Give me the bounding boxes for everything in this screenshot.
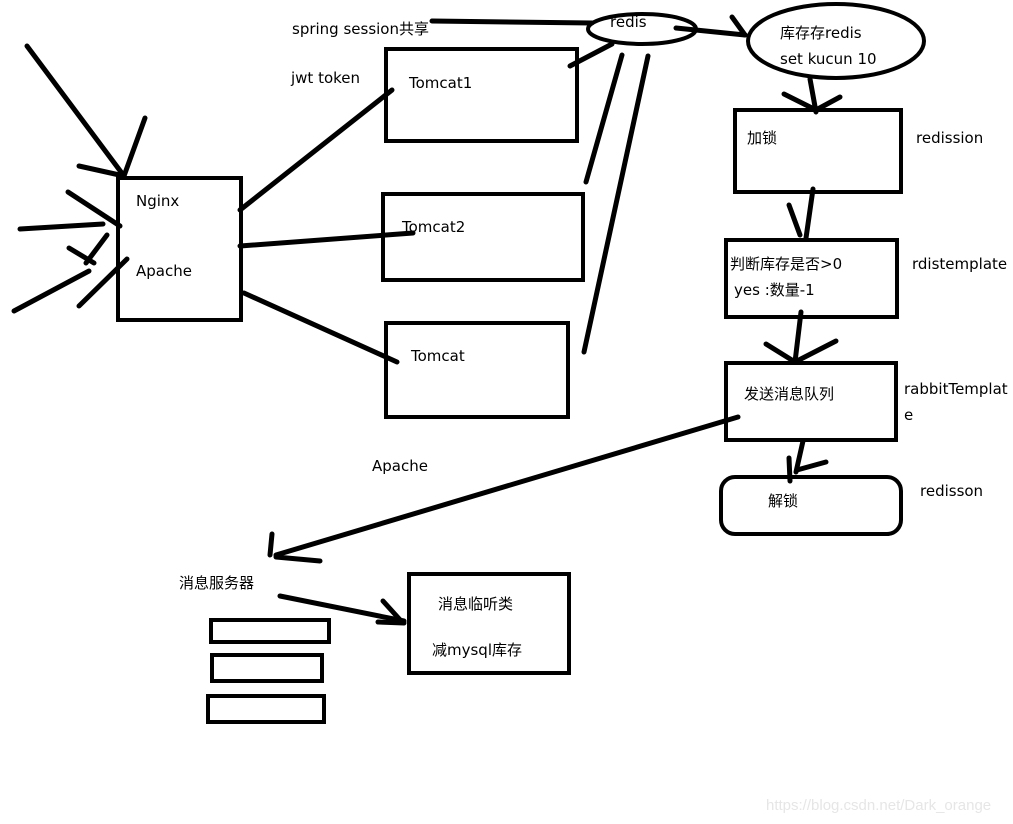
- stock-redis-label: 库存存redis: [780, 24, 862, 42]
- edge-session-redis: [429, 18, 595, 26]
- arrowhead-stroke: [794, 459, 829, 473]
- redisson-annotation: redisson: [920, 482, 984, 500]
- unlock-label: 解锁: [768, 492, 799, 510]
- arrowhead-stroke: [792, 338, 839, 365]
- tomcat3-label: Tomcat: [411, 347, 465, 365]
- edge-stock-lock: [807, 76, 819, 115]
- edge-check-send: [792, 309, 804, 365]
- send-mq-box: [724, 361, 898, 442]
- tomcat1-box: [384, 47, 579, 143]
- edge-send-unlock: [793, 438, 806, 475]
- jwt-token-label: jwt token: [291, 69, 361, 87]
- rabbit-template-annotation-wrap: e: [904, 406, 914, 424]
- arrowhead-stroke: [813, 94, 843, 113]
- send-mq-label: 发送消息队列: [744, 385, 835, 403]
- reduce-mysql-label: 减mysql库存: [432, 641, 522, 659]
- mq-server-bar: [206, 694, 326, 724]
- nginx-box: [116, 176, 243, 322]
- edge-tomcat2-redis: [583, 52, 625, 185]
- check-box: [724, 238, 899, 319]
- arrowhead-stroke: [380, 598, 405, 625]
- arrowhead-stroke: [121, 115, 148, 179]
- edge-nginx-tomcat1: [237, 87, 395, 213]
- apache-annotation: Apache: [372, 457, 428, 475]
- message-server-label: 消息服务器: [179, 574, 255, 592]
- client-line: [11, 268, 92, 314]
- mq-server-bar: [209, 618, 331, 644]
- spring-session-label: spring session共享: [292, 20, 429, 38]
- edge-mqserver-listener: [277, 593, 407, 624]
- arrowhead-stroke: [273, 554, 323, 564]
- tomcat1-label: Tomcat1: [409, 74, 473, 92]
- client-line: [66, 245, 97, 266]
- stock-redis-ellipse: [746, 2, 926, 80]
- client-line: [24, 43, 127, 179]
- edge-send-mqserver: [273, 414, 741, 558]
- edge-tomcat3-redis: [581, 53, 651, 355]
- lock-box: [733, 108, 903, 194]
- stock-set-label: set kucun 10: [780, 50, 877, 68]
- apache-label: Apache: [136, 262, 192, 280]
- arrowhead-stroke: [781, 91, 819, 113]
- arrowhead-stroke: [786, 202, 803, 238]
- client-line: [17, 221, 106, 232]
- edge-tomcat1-redis: [567, 41, 615, 69]
- edge-nginx-tomcat3: [241, 290, 400, 365]
- unlock-box: [719, 475, 903, 536]
- rabbit-template-annotation: rabbitTemplat: [904, 380, 1008, 398]
- watermark: https://blog.csdn.net/Dark_orange: [766, 797, 992, 814]
- redission-annotation: redission: [916, 129, 984, 147]
- arrowhead-stroke: [375, 619, 407, 626]
- listener-box: [407, 572, 571, 675]
- arrowhead-stroke: [267, 531, 275, 558]
- lock-label: 加锁: [747, 129, 778, 147]
- client-line: [65, 189, 123, 229]
- tomcat3-box: [384, 321, 570, 419]
- tomcat2-box: [381, 192, 585, 282]
- rdistemplate-annotation: rdistemplate: [912, 255, 1008, 273]
- edge-lock-check: [803, 186, 816, 241]
- arrowhead-stroke: [729, 14, 748, 38]
- listener-label: 消息临听类: [438, 595, 514, 613]
- mq-server-bar: [210, 653, 324, 683]
- nginx-label: Nginx: [136, 192, 180, 210]
- edge-redis-stock: [673, 25, 748, 38]
- decrement-label: yes :数量-1: [734, 281, 815, 299]
- arrowhead-stroke: [76, 163, 127, 179]
- edge-nginx-tomcat2: [237, 230, 416, 249]
- redis-label: redis: [610, 13, 647, 31]
- tomcat2-label: Tomcat2: [402, 218, 466, 236]
- arrowhead-stroke: [763, 341, 798, 365]
- check-stock-label: 判断库存是否>0: [730, 255, 843, 273]
